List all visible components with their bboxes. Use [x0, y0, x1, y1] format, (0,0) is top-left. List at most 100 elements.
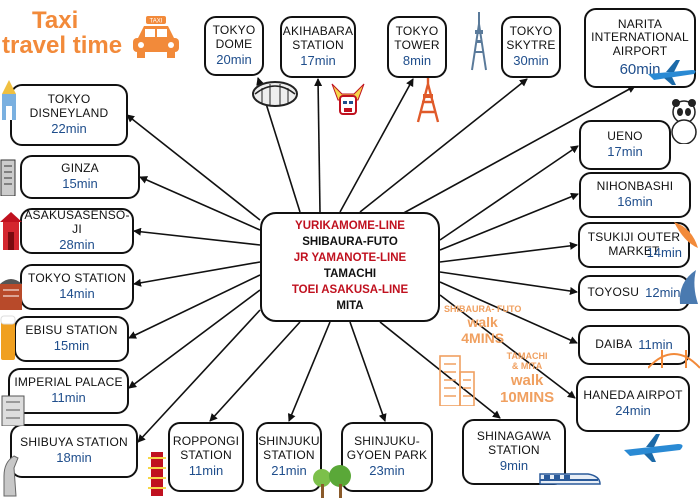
center-line-jr-yamanote: JR YAMANOTE-LINE: [293, 252, 407, 265]
destination-name: SHINJUKU STATION: [258, 433, 320, 462]
travel-time: 23min: [369, 463, 405, 479]
castle-icon: [2, 80, 16, 120]
travel-time: 18min: [56, 450, 92, 466]
destination-name: UENO: [607, 128, 643, 143]
dolphin-icon: [679, 270, 698, 304]
destination-name: TOKYO STATION: [28, 270, 126, 285]
destination-name: SHINJUKU- GYOEN PARK: [346, 433, 428, 462]
bridge-icon: [648, 350, 700, 369]
robot-icon: [331, 83, 365, 115]
train-icon: [539, 473, 601, 485]
destination-name: TOKYO SKYTRE: [506, 23, 556, 52]
travel-time: 11min: [188, 463, 224, 479]
center-stations-box: YURIKAMOME-LINE SHIBAURA-FUTO JR YAMANOT…: [260, 212, 440, 322]
travel-time: 14min: [59, 286, 95, 302]
destination-name: SHIBUYA STATION: [20, 434, 128, 449]
arrow-imperial-palace: [128, 289, 261, 389]
center-line-toei-asakusa: TOEI ASAKUSA-LINE: [291, 283, 409, 296]
travel-time: 12min: [645, 284, 681, 300]
walk-time-label: walk 4MINS: [461, 314, 505, 346]
pagoda-icon: [148, 452, 166, 496]
walk-note-tamachi-mita: TAMACHI & MITA walk 10MINS: [500, 351, 554, 406]
airplane-icon: [648, 60, 696, 85]
destination-daiba: DAIBA 11min: [578, 325, 690, 365]
arrow-shinjuku-gyoen: [349, 321, 387, 422]
travel-time: 11min: [51, 390, 86, 406]
arrow-ueno: [439, 145, 579, 241]
palace-icon: [1, 395, 25, 426]
destination-ebisu-station: EBISU STATION 15min: [14, 316, 129, 362]
title-line-2: travel time: [2, 32, 123, 60]
walk-station-label: SHIBAURA- FUTO: [444, 304, 522, 314]
destination-imperial-palace: IMPERIAL PALACE 11min: [8, 368, 129, 414]
arrow-shibuya: [137, 309, 261, 443]
destination-akihabara: AKIHABARA STATION 17min: [280, 16, 356, 78]
destination-name: TOYOSU: [587, 285, 640, 300]
destination-name: TSUKIJI OUTER MARKET: [587, 230, 681, 258]
travel-time: 24min: [615, 403, 651, 419]
destination-tsukiji-outer-market: TSUKIJI OUTER MARKET 14min: [578, 222, 690, 268]
tokyo-tower-icon: [416, 78, 440, 123]
airplane-icon: [624, 434, 683, 462]
destination-shinjuku-gyoen-park: SHINJUKU- GYOEN PARK 23min: [341, 422, 433, 492]
destination-shinagawa-station: SHINAGAWA STATION 9min: [462, 419, 566, 485]
travel-time: 11min: [638, 336, 673, 352]
destination-name: NARITA INTERNATIONAL AIRPORT: [591, 16, 689, 59]
arrow-roppongi: [209, 321, 301, 422]
travel-time: 14min: [646, 245, 682, 261]
arrow-akihabara: [314, 78, 323, 213]
walk-note-shibaura-futo: SHIBAURA- FUTO walk 4MINS: [444, 304, 521, 346]
travel-time: 16min: [617, 194, 653, 210]
travel-time: 9min: [499, 458, 529, 474]
center-station-shibaura-futo: SHIBAURA-FUTO: [302, 236, 398, 249]
travel-time: 17min: [607, 144, 643, 160]
destination-name: TOKYO DISNEYLAND: [29, 91, 109, 120]
office-building-icon: [439, 355, 475, 406]
arrow-shinjuku: [287, 321, 331, 422]
arrow-haneda: [439, 294, 576, 399]
travel-time: 15min: [53, 338, 90, 354]
travel-time: 17min: [300, 53, 336, 69]
tree-icon: [313, 465, 351, 498]
station-icon: [0, 279, 22, 310]
destination-shibuya-station: SHIBUYA STATION 18min: [10, 424, 138, 478]
arrow-daiba: [439, 281, 578, 344]
destination-name: ASAKUSASENSO-JI: [24, 207, 130, 236]
arrow-tokyo-tower: [339, 78, 414, 213]
destination-roppongi-station: ROPPONGI STATION 11min: [168, 422, 244, 492]
destination-haneda-airport: HANEDA AIRPOT 24min: [576, 376, 690, 432]
destination-ginza: GINZA 15min: [20, 155, 140, 199]
destination-name: DAIBA: [595, 337, 633, 352]
destination-name: IMPERIAL PALACE: [14, 374, 123, 389]
destination-ueno: UENO 17min: [579, 120, 671, 170]
destination-name: SHINAGAWA STATION: [476, 428, 552, 457]
center-station-mita: MITA: [336, 299, 364, 312]
arrow-tsukiji: [439, 241, 578, 263]
destination-tokyo-skytree: TOKYO SKYTRE 30min: [501, 16, 561, 78]
fish-icon: [674, 222, 698, 248]
travel-time: 28min: [59, 237, 95, 253]
dome-icon: [252, 81, 298, 107]
arrow-ebisu: [128, 274, 261, 339]
travel-time: 20min: [216, 52, 252, 68]
page-title: Taxi travel time: [2, 8, 123, 60]
destination-name: TOKYO TOWER: [394, 23, 440, 52]
destination-shinjuku-station: SHINJUKU STATION 21min: [256, 422, 322, 492]
arrow-skytree: [359, 78, 528, 213]
skytree-icon: [471, 12, 487, 71]
travel-time: 21min: [271, 463, 307, 479]
destination-name: AKIHABARA STATION: [282, 23, 354, 52]
destination-name: HANEDA AIRPOT: [583, 387, 683, 402]
travel-time: 30min: [513, 53, 549, 69]
destination-name: NIHONBASHI: [596, 178, 674, 193]
travel-time: 22min: [51, 121, 87, 137]
panda-icon: [671, 99, 697, 144]
arrow-toyosu: [439, 271, 578, 295]
destination-nihonbashi: NIHONBASHI 16min: [579, 172, 691, 218]
arrow-narita: [399, 85, 636, 216]
arrow-tokyo-station: [133, 261, 261, 287]
destination-name: TOKYO DOME: [212, 22, 256, 51]
hachiko-icon: [3, 455, 19, 497]
